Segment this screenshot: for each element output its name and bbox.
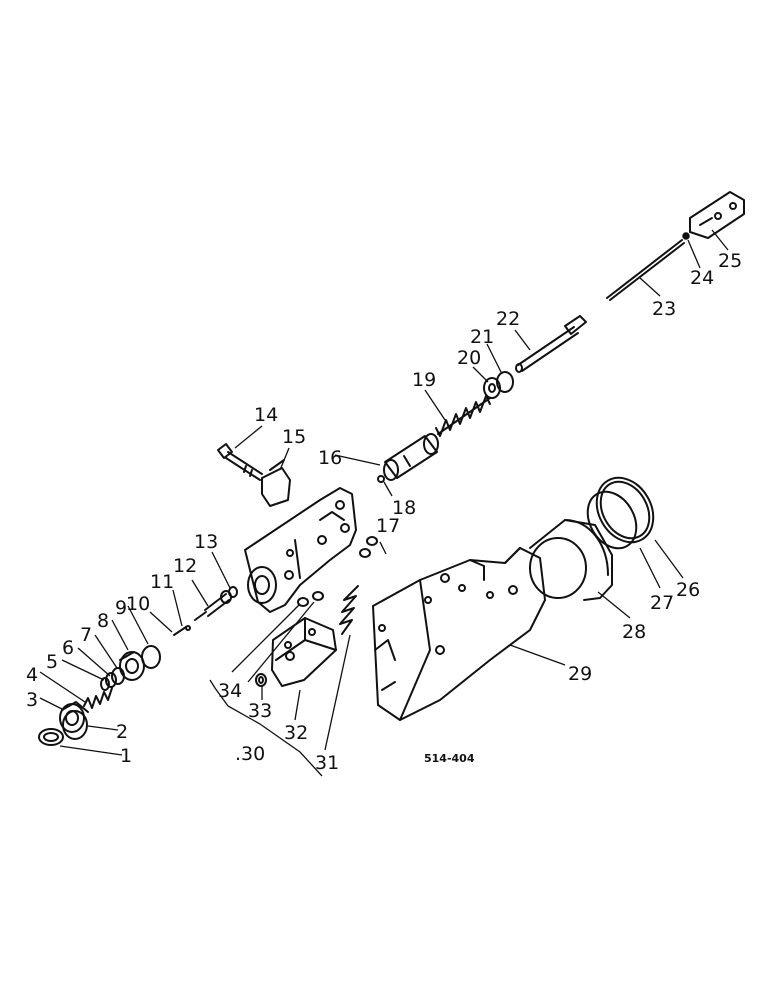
callout-6: 6 — [62, 637, 74, 659]
part-16-spool — [383, 433, 439, 481]
figure-code: 514-404 — [424, 752, 475, 765]
callout-24: 24 — [690, 267, 714, 289]
callout-19: 19 — [412, 369, 436, 391]
callout-1: 1 — [120, 745, 132, 767]
callout-11: 11 — [150, 571, 174, 593]
group-30-bracket — [209, 679, 323, 777]
part-27-seal — [586, 490, 638, 550]
part-28-piston — [529, 519, 613, 601]
callout-9: 9 — [115, 597, 127, 619]
part-11-pin — [173, 626, 187, 636]
callout-25: 25 — [718, 250, 742, 272]
part-26-ring — [595, 476, 655, 544]
part-6-ring — [105, 672, 117, 688]
callout-23: 23 — [652, 298, 676, 320]
part-15-clip — [261, 459, 291, 507]
callout-2: 2 — [116, 721, 128, 743]
part-1-snap-ring — [38, 728, 64, 746]
callout-32: 32 — [284, 722, 308, 744]
callout-3: 3 — [26, 689, 38, 711]
callout-4: 4 — [26, 664, 38, 686]
callout-13: 13 — [194, 531, 218, 553]
part-25-bracket — [689, 191, 745, 239]
part-29-cylinder — [372, 547, 546, 721]
callout-18: 18 — [392, 497, 416, 519]
part-18-ball — [377, 475, 385, 483]
part-33-plug — [255, 673, 267, 687]
callout-14: 14 — [254, 404, 278, 426]
callout-10: 10 — [126, 593, 150, 615]
part-32-block — [271, 617, 337, 687]
callout-15: 15 — [282, 426, 306, 448]
part-19-spring — [435, 395, 491, 437]
part-22-shaft — [515, 315, 587, 373]
part-5-ring — [100, 677, 110, 691]
callout-22: 22 — [496, 308, 520, 330]
part-10-ring — [185, 625, 191, 631]
callout-20: 20 — [457, 347, 481, 369]
callout-31: 31 — [315, 752, 339, 774]
callout-labels: 1 2 3 4 5 6 7 8 9 10 11 12 13 14 15 16 1… — [26, 250, 742, 774]
part-4-spring — [83, 687, 113, 709]
callout-21: 21 — [470, 326, 494, 348]
part-20-washer — [483, 377, 501, 399]
callout-28: 28 — [622, 621, 646, 643]
callout-8: 8 — [97, 610, 109, 632]
callout-17: 17 — [376, 515, 400, 537]
callout-16: 16 — [318, 447, 342, 469]
callout-12: 12 — [173, 555, 197, 577]
part-14-bolt — [217, 443, 263, 481]
parts-drawing — [38, 191, 745, 777]
valve-body — [244, 487, 357, 613]
callout-34: 34 — [218, 680, 242, 702]
leader-lines — [39, 229, 729, 756]
callout-27: 27 — [650, 592, 674, 614]
part-2-cap — [62, 710, 88, 740]
part-31-spring — [339, 585, 359, 635]
callout-29: 29 — [568, 663, 592, 685]
callout-33: 33 — [248, 700, 272, 722]
callout-5: 5 — [46, 651, 58, 673]
part-12-plunger — [194, 590, 232, 621]
part-23-rod — [606, 239, 683, 299]
part-34-oring — [297, 597, 309, 607]
part-21-ring — [496, 371, 514, 393]
callout-26: 26 — [676, 579, 700, 601]
part-17-oring — [366, 536, 378, 546]
callout-30: .30 — [235, 743, 265, 765]
callout-7: 7 — [80, 624, 92, 646]
part-3-nut — [59, 701, 89, 733]
part-7-ring — [111, 667, 125, 685]
part-24-pin — [682, 232, 690, 240]
part-8-seat — [119, 651, 145, 681]
